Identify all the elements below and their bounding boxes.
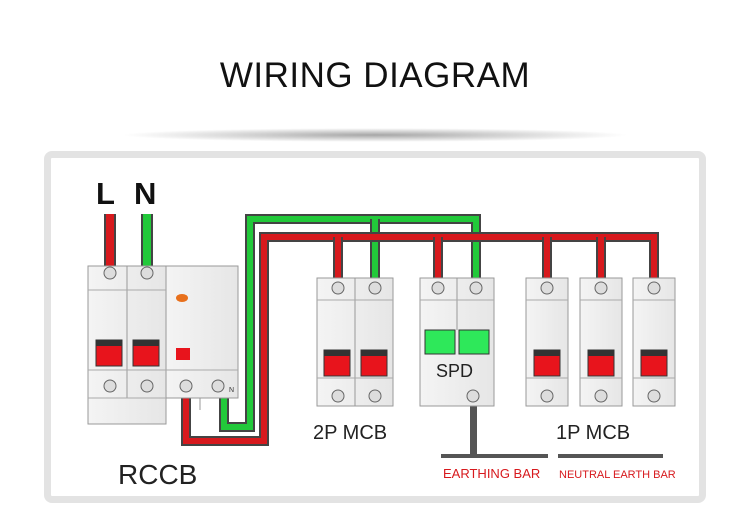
mcb-1p-device bbox=[525, 277, 569, 407]
neutral-bus-wire bbox=[219, 214, 481, 432]
title-underline-shadow bbox=[120, 128, 630, 142]
mcb-2p-label: 2P MCB bbox=[313, 422, 387, 444]
rccb-neutral-mark: N bbox=[229, 387, 234, 394]
spd-device bbox=[419, 277, 495, 407]
earthing-bar bbox=[441, 454, 548, 458]
mcb-2p-device bbox=[316, 277, 394, 407]
neutral-earth-bar-label: NEUTRAL EARTH BAR bbox=[559, 469, 676, 481]
rccb-label: RCCB bbox=[118, 459, 197, 490]
earth-wire bbox=[470, 400, 477, 455]
live-bus-wire bbox=[181, 232, 659, 446]
spd-indicator-window bbox=[458, 329, 490, 355]
page-title: WIRING DIAGRAM bbox=[219, 56, 531, 95]
rccb-device: N bbox=[87, 265, 239, 425]
mcb-1p-label: 1P MCB bbox=[556, 422, 630, 444]
neutral-label: N bbox=[134, 176, 156, 211]
neutral-earth-bar bbox=[558, 454, 663, 458]
mcb-1p-device bbox=[579, 277, 623, 407]
test-button bbox=[176, 294, 188, 302]
line-label: L bbox=[96, 176, 115, 211]
incoming-neutral-wire bbox=[141, 214, 153, 272]
incoming-live-wire bbox=[104, 214, 116, 272]
spd-indicator-window bbox=[424, 329, 456, 355]
spd-label: SPD bbox=[436, 361, 473, 381]
mcb-1p-device bbox=[632, 277, 676, 407]
earthing-bar-label: EARTHING BAR bbox=[443, 466, 540, 481]
wires bbox=[104, 214, 659, 455]
